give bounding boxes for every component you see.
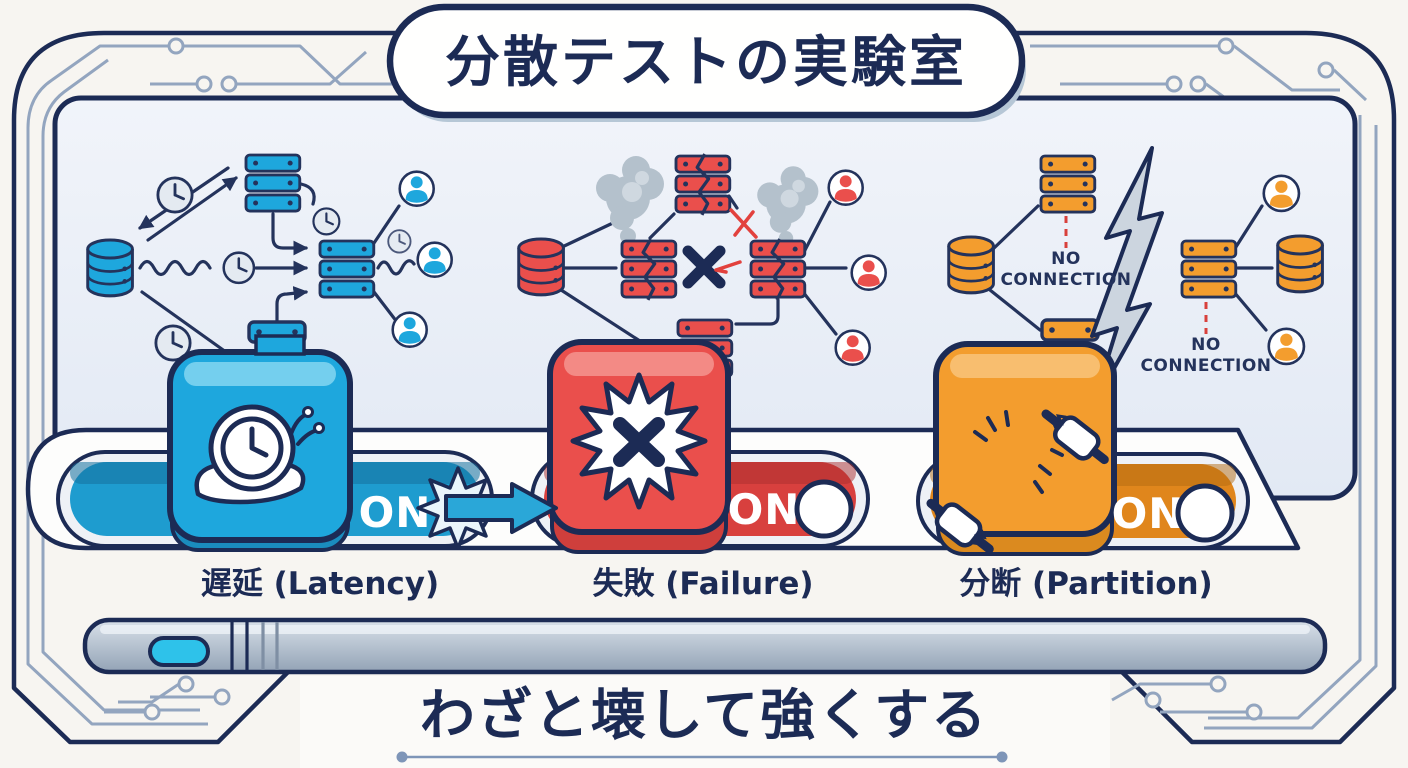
failure-switch-label: ON: [728, 485, 801, 534]
server-stack-icon: [318, 239, 376, 299]
latency-button-highlight: [184, 362, 336, 386]
partition-label: 分断 (Partition): [959, 566, 1212, 602]
panel-labels: 遅延 (Latency) 失敗 (Failure) 分断 (Partition): [201, 566, 1213, 602]
no-connection-label: CONNECTION: [1000, 270, 1131, 290]
circuit-frame: [11, 30, 1397, 745]
snail-clock-icon: [194, 404, 325, 505]
partition-switch-label: ON: [1112, 489, 1185, 538]
slogan-underline: [396, 751, 1008, 763]
user-icon: [850, 254, 887, 291]
no-connection-label: CONNECTION: [1140, 356, 1271, 376]
broken-server-icon: [622, 239, 676, 300]
user-icon: [398, 170, 435, 207]
failure-button-highlight: [564, 352, 714, 376]
slogan-background: [300, 676, 1110, 768]
burst-x-icon: [570, 372, 708, 510]
user-icon: [827, 169, 864, 206]
device-edge-seams: [230, 622, 249, 670]
no-connection-label: NO: [1191, 335, 1221, 355]
device-side-button[interactable]: [148, 636, 210, 667]
database-icon: [517, 237, 565, 297]
no-connection-label: NO: [1051, 249, 1081, 269]
user-icon: [1262, 174, 1301, 213]
slogan-area: わざと壊して強くする: [300, 676, 1110, 768]
partition-toggle-group: ON: [916, 341, 1250, 556]
clock-icon: [312, 207, 341, 236]
latency-scene: [86, 153, 453, 362]
server-stack-icon: [244, 153, 302, 213]
clock-icon: [387, 229, 412, 254]
database-icon: [1276, 234, 1324, 294]
partition-switch-knob[interactable]: [1175, 483, 1235, 543]
user-icon: [1267, 327, 1306, 366]
x-mark-icon: [682, 245, 726, 289]
user-icon: [391, 311, 428, 348]
device-edge-seams-light: [261, 622, 279, 670]
latency-toggle-group: ON: [56, 334, 494, 552]
latency-label: 遅延 (Latency): [201, 566, 439, 602]
latency-button-connector: [254, 334, 306, 356]
user-icon: [416, 241, 453, 278]
latency-arrow-icon: [416, 466, 558, 550]
server-stack-icon: [1180, 239, 1238, 299]
partition-scene: NO CONNECTION NO CONNECTION: [947, 146, 1324, 408]
clock-icon: [156, 176, 194, 214]
failure-switch-knob[interactable]: [794, 479, 854, 539]
server-unit-icon: [1040, 318, 1100, 342]
title-banner: 分散テストの実験室: [386, 3, 1026, 122]
device-edge-highlight: [100, 625, 1310, 634]
broken-cable-icon: [926, 409, 1109, 554]
broken-server-icon: [751, 239, 805, 300]
broken-server-icon: [676, 154, 730, 215]
clock-icon: [222, 251, 256, 285]
latency-switch-label: ON: [359, 488, 432, 537]
failure-toggle-group: ON: [530, 339, 870, 554]
circuit-traces: [26, 37, 1378, 730]
failure-label: 失敗 (Failure): [592, 566, 813, 602]
title-banner-pill: [386, 3, 1026, 119]
server-stack-icon: [1039, 154, 1097, 214]
database-icon: [947, 235, 995, 295]
partition-button[interactable]: [933, 341, 1117, 537]
x-mark-sketch-icon: [714, 208, 758, 274]
user-icon: [834, 329, 871, 366]
device-edge: [82, 617, 1328, 675]
title-text: 分散テストの実験室: [445, 30, 967, 94]
partition-button-highlight: [950, 354, 1100, 378]
database-icon: [86, 238, 134, 298]
slogan-text: わざと壊して強くする: [420, 683, 988, 747]
